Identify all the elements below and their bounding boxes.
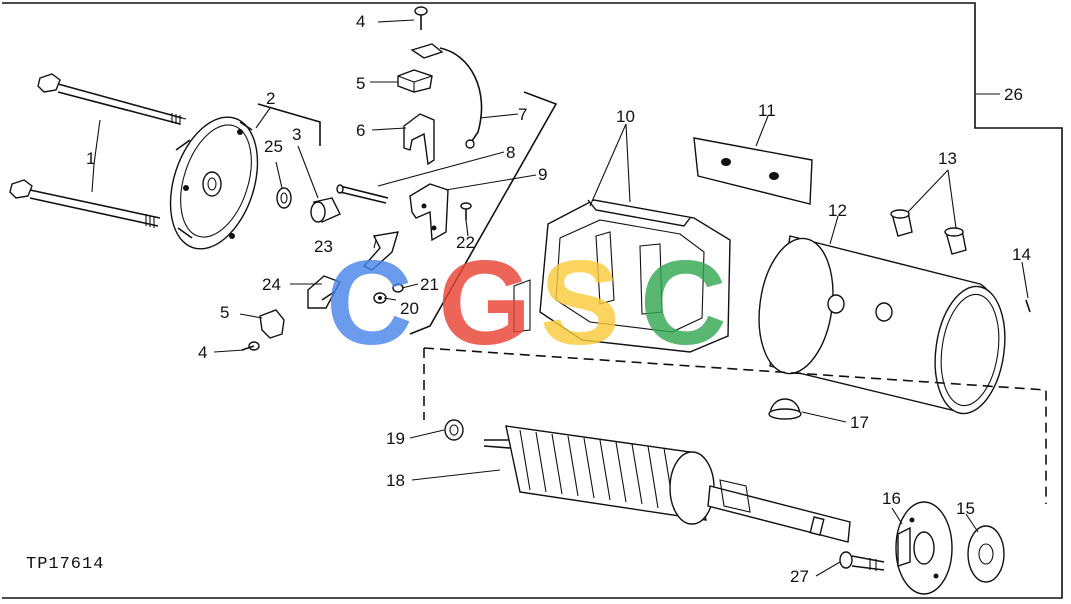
label-5-top: 5: [356, 74, 365, 93]
label-12: 12: [828, 201, 847, 220]
label-5-bottom: 5: [220, 303, 229, 322]
grommet: [768, 398, 802, 420]
label-24: 24: [262, 275, 281, 294]
label-17: 17: [850, 413, 869, 432]
watermark-letter-2: G: [438, 236, 531, 370]
label-27: 27: [790, 567, 809, 586]
insulator-bottom: [259, 309, 285, 339]
label-8: 8: [506, 143, 515, 162]
label-20: 20: [400, 299, 419, 318]
through-bolts: [9, 73, 187, 228]
dashed-group-bracket: [423, 347, 1047, 504]
insulator-strip: [693, 137, 813, 205]
label-6: 6: [356, 121, 365, 140]
watermark-letter-1: C: [326, 236, 413, 370]
brush-lead: [410, 43, 483, 149]
screw-top: [414, 6, 428, 30]
label-19: 19: [386, 429, 405, 448]
insulator-top: [397, 69, 433, 93]
label-11: 11: [758, 101, 776, 120]
label-14: 14: [1012, 245, 1031, 264]
armature: [483, 425, 851, 543]
label-9: 9: [538, 165, 547, 184]
screw-22: [460, 202, 472, 220]
label-7: 7: [518, 105, 527, 124]
washer-25: [276, 187, 292, 209]
label-2: 2: [266, 89, 275, 108]
label-26: 26: [1004, 85, 1023, 104]
label-13: 13: [938, 149, 957, 168]
washer-15: [967, 525, 1005, 583]
label-10: 10: [616, 107, 635, 126]
leader-lines: [91, 19, 1029, 577]
label-22: 22: [456, 233, 475, 252]
drive-end-plate: [895, 501, 953, 595]
label-25: 25: [264, 137, 283, 156]
label-1: 1: [86, 149, 95, 168]
pin: [336, 184, 389, 204]
watermark-letter-3: S: [540, 236, 620, 370]
pole-screws: [890, 209, 967, 255]
label-16: 16: [882, 489, 901, 508]
label-23: 23: [314, 237, 333, 256]
frame-border: [2, 2, 1063, 599]
watermark-letter-4: C: [640, 236, 727, 370]
label-4-top: 4: [356, 12, 365, 31]
field-coils: [513, 199, 731, 353]
part-labels: 1 2 3 4 4 5 5 6 7 8 9 10 11 12 13 14 15 …: [86, 12, 1031, 586]
label-15: 15: [956, 499, 975, 518]
label-3: 3: [292, 125, 301, 144]
label-21: 21: [420, 275, 439, 294]
label-4-bottom: 4: [198, 343, 207, 362]
commutator-end-frame: [169, 116, 259, 250]
bolt-27: [839, 551, 885, 571]
watermark: C G S C: [326, 236, 727, 370]
brush-spring: [362, 231, 399, 271]
group-divider: [257, 91, 558, 335]
field-frame: [758, 235, 1006, 415]
washer-19: [444, 419, 464, 441]
brush-holder-bracket: [403, 113, 435, 166]
bushing: [310, 197, 341, 223]
small-pin: [1025, 299, 1031, 313]
brush-holder: [409, 183, 449, 242]
label-18: 18: [386, 471, 405, 490]
screw-bottom: [241, 341, 260, 351]
figure-code: TP17614: [26, 555, 104, 574]
